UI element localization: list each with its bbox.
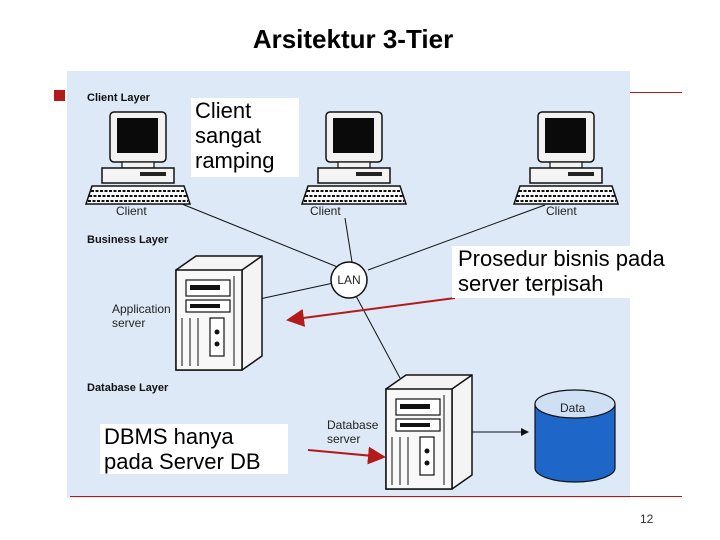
data-label: Data [560,401,586,415]
application-server-icon [175,255,263,371]
application-server-label: Application server [112,302,171,330]
database-server-icon [385,374,473,490]
client-computer-left [85,111,191,205]
client-computer-right [513,111,619,205]
page-number: 12 [640,512,654,526]
title-bullet [54,90,65,101]
slide-title: Arsitektur 3-Tier [252,24,454,54]
business-note-arrow [286,297,456,327]
client-label-left: Client [116,204,147,218]
top-rule [630,92,682,93]
client-label-middle: Client [310,204,341,218]
link-lan-app [254,281,339,301]
dbms-note-arrow [307,446,386,465]
client-note: Client sangat ramping [191,98,299,177]
lan-hub-icon [330,261,368,299]
link-client-right-lan [367,204,546,271]
business-layer-label: Business Layer [87,234,169,246]
data-cylinder-icon [534,389,616,483]
lan-label: LAN [337,273,361,287]
dbms-note: DBMS hanya pada Server DB [100,424,288,474]
link-client-mid-lan [344,217,353,263]
database-server-label: Database server [327,418,379,446]
database-layer-label: Database Layer [87,382,169,394]
link-client-left-lan [171,199,341,269]
business-note: Prosedur bisnis pada server terpisah [452,246,674,298]
client-label-right: Client [546,204,577,218]
bottom-rule [70,496,682,497]
client-layer-label: Client Layer [87,92,150,104]
client-computer-middle [301,111,407,205]
